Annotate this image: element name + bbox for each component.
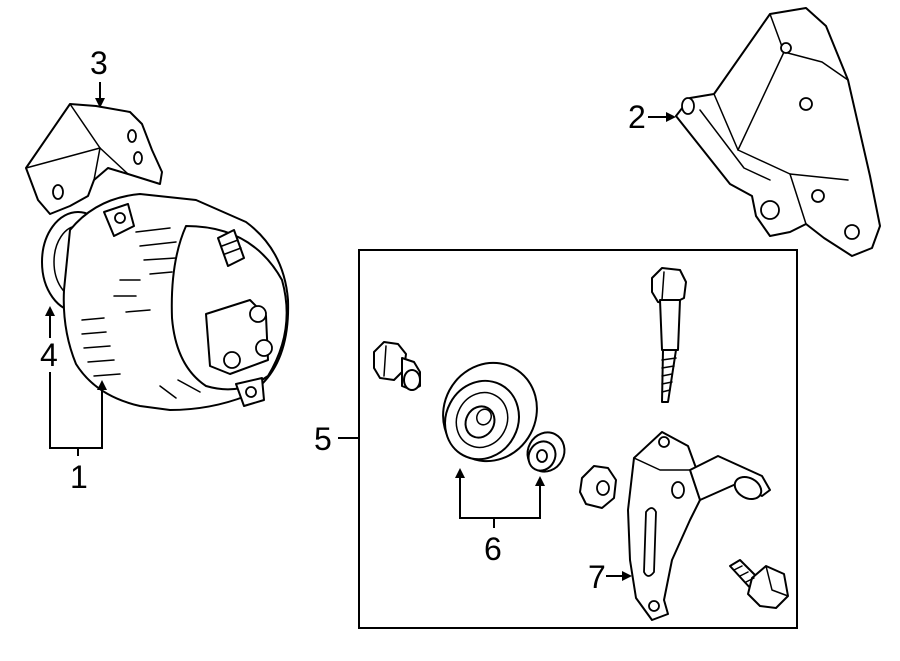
part-2-mount-bracket[interactable] (675, 7, 881, 257)
callout-6: 6 (484, 531, 502, 567)
part-1-alternator[interactable] (41, 193, 290, 411)
idler-nut[interactable] (579, 465, 617, 509)
idler-spacer[interactable] (521, 426, 572, 478)
flange-bolt[interactable] (729, 559, 789, 609)
long-bolt[interactable] (651, 267, 687, 403)
callout-4: 4 (40, 337, 58, 373)
part-5-kit-box (358, 249, 798, 629)
idler-pulley[interactable] (426, 346, 554, 477)
part-7-idler-bracket[interactable] (627, 431, 771, 621)
leader-lines (45, 82, 676, 581)
part-3-bracket[interactable] (25, 103, 163, 215)
callout-7: 7 (588, 559, 606, 595)
idler-stud[interactable] (373, 341, 421, 391)
callout-2: 2 (628, 99, 646, 135)
callout-3: 3 (90, 45, 108, 81)
callout-1: 1 (70, 459, 88, 495)
callout-5: 5 (314, 421, 332, 457)
